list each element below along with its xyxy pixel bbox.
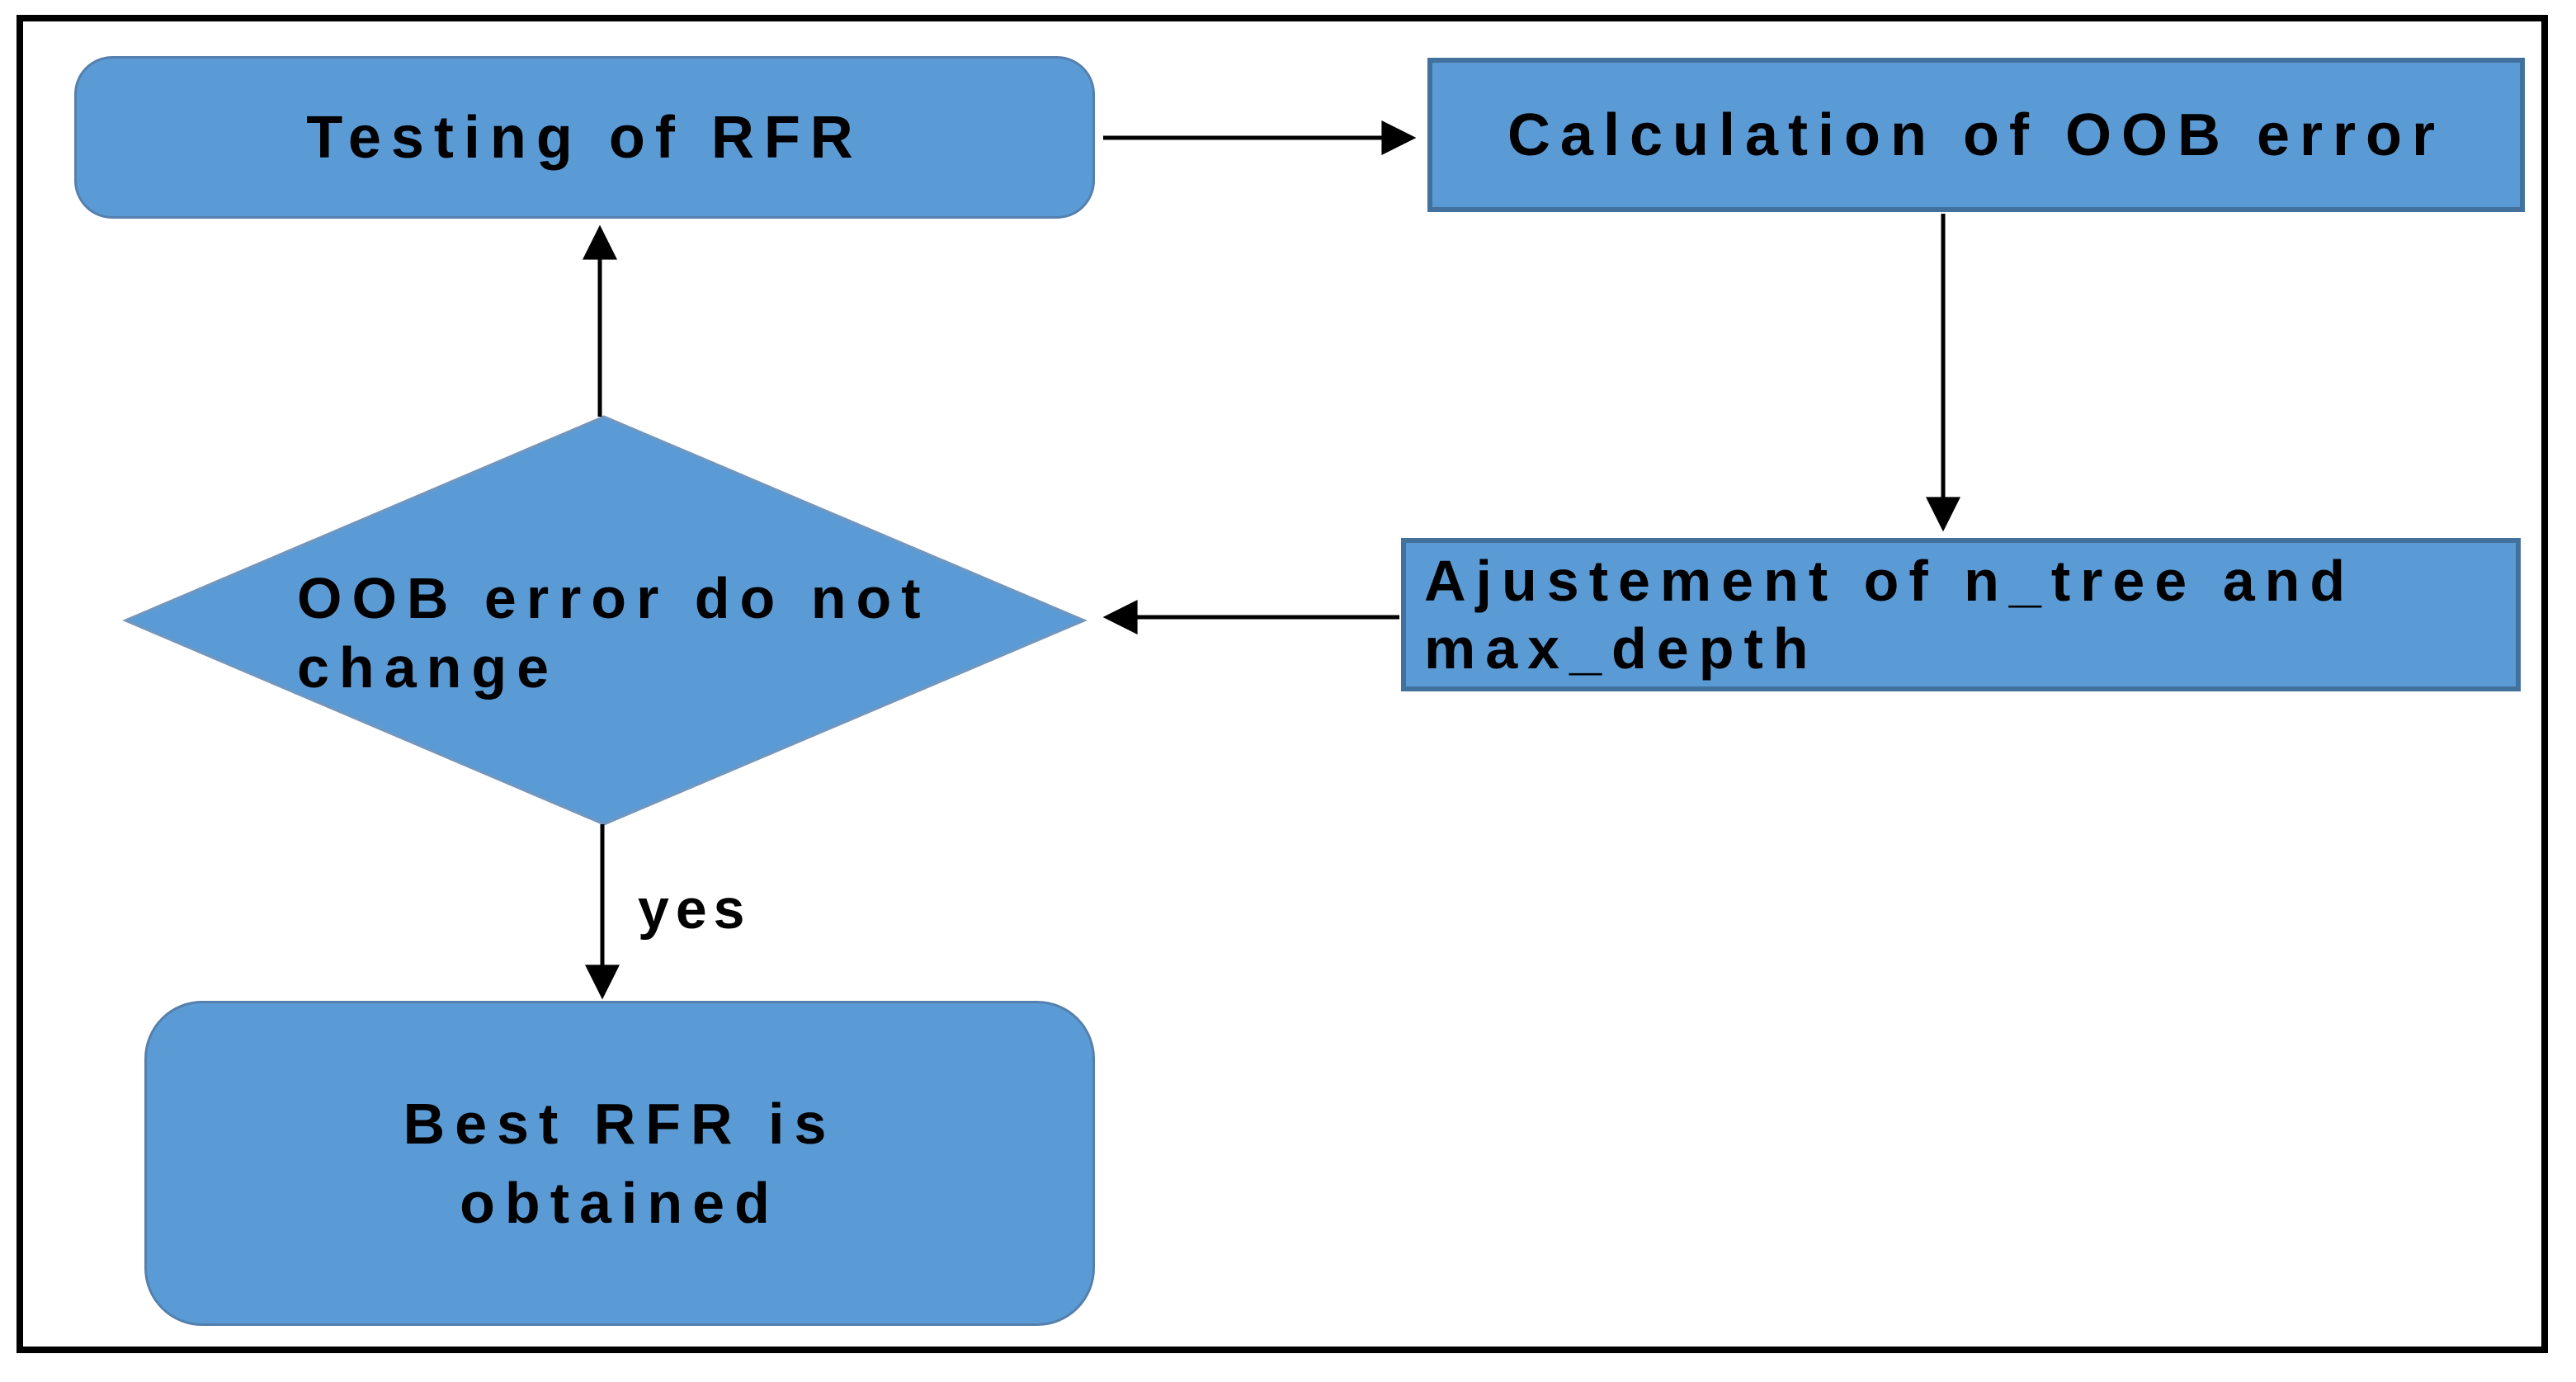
- decision-node-label: OOB error do not change: [297, 564, 1056, 702]
- node-best-label-line2: obtained: [460, 1171, 780, 1235]
- node-testing-label: Testing of RFR: [306, 104, 863, 171]
- node-best-label-line1: Best RFR is: [403, 1092, 837, 1156]
- node-calculation-label: Calculation of OOB error: [1507, 101, 2446, 168]
- node-best-rfr-obtained: Best RFR is obtained: [144, 1001, 1095, 1326]
- node-calculation-of-oob-error: Calculation of OOB error: [1427, 58, 2525, 212]
- edge-yes-label: yes: [638, 878, 752, 941]
- node-adjustment-of-params: Ajustement of n_tree and max_depth: [1401, 538, 2521, 691]
- decision-label-line2: change: [297, 635, 559, 700]
- node-adjustment-label-line1: Ajustement of n_tree and: [1424, 549, 2356, 613]
- outer-frame: [17, 15, 2548, 1353]
- decision-label-line1: OOB error do not: [297, 566, 931, 630]
- node-best-label: Best RFR is obtained: [403, 1084, 837, 1243]
- node-adjustment-label-line2: max_depth: [1424, 616, 1819, 681]
- node-adjustment-label: Ajustement of n_tree and max_depth: [1424, 547, 2355, 682]
- node-testing-of-rfr: Testing of RFR: [74, 56, 1095, 219]
